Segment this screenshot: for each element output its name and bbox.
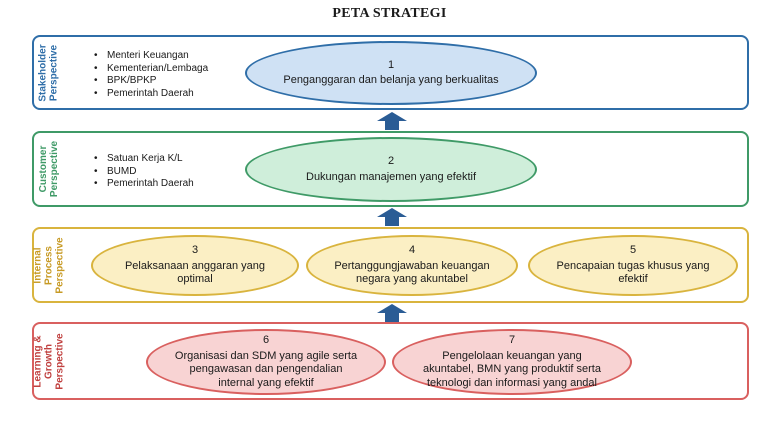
objective-6-number: 6 <box>262 334 270 346</box>
objective-4-number: 4 <box>408 244 416 257</box>
list-item: BUMD <box>94 166 194 179</box>
customer-label: Customer Perspective <box>38 140 60 198</box>
customer-list: Satuan Kerja K/L BUMD Pemerintah Daerah <box>94 153 194 191</box>
band-learning-growth: Learning & Growth Perspective 6 Organisa… <box>32 322 749 400</box>
list-item: Pemerintah Daerah <box>94 88 208 101</box>
objective-3-text: Pelaksanaan anggaran yang optimal <box>124 259 266 286</box>
list-item: BPK/BPKP <box>94 75 208 88</box>
objective-1: 1 Penganggaran dan belanja yang berkuali… <box>245 41 537 105</box>
band-label-learning: Learning & Growth Perspective <box>32 324 66 398</box>
page-title: PETA STRATEGI <box>332 6 447 21</box>
stakeholder-list: Menteri Keuangan Kementerian/Lembaga BPK… <box>94 50 208 100</box>
objective-5-text: Pencapaian tugas khusus yang efektif <box>556 259 710 286</box>
band-internal-process: Internal Process Perspective 3 Pelaksana… <box>32 227 749 303</box>
objective-5-number: 5 <box>629 244 637 257</box>
objective-1-number: 1 <box>387 58 395 71</box>
objective-3-number: 3 <box>191 244 199 257</box>
objective-3: 3 Pelaksanaan anggaran yang optimal <box>91 235 299 296</box>
objective-6: 6 Organisasi dan SDM yang agile serta pe… <box>146 329 386 395</box>
objective-7-number: 7 <box>508 334 516 346</box>
objective-1-text: Penganggaran dan belanja yang berkualita… <box>283 74 499 86</box>
band-stakeholder: Stakeholder Perspective Menteri Keuangan… <box>32 35 749 110</box>
band-label-customer: Customer Perspective <box>34 133 64 205</box>
objective-7: 7 Pengelolaan keuangan yang akuntabel, B… <box>392 329 632 395</box>
arrow-up-icon <box>377 112 407 130</box>
objective-2: 2 Dukungan manajemen yang efektif <box>245 137 537 202</box>
objective-4: 4 Pertanggungjawaban keuangan negara yan… <box>306 235 518 296</box>
stakeholder-label: Stakeholder Perspective <box>38 43 60 102</box>
list-item: Menteri Keuangan <box>94 50 208 63</box>
objective-6-text: Organisasi dan SDM yang agile serta peng… <box>174 349 358 389</box>
objective-2-text: Dukungan manajemen yang efektif <box>306 170 476 183</box>
list-item: Satuan Kerja K/L <box>94 153 194 166</box>
objective-7-text: Pengelolaan keuangan yang akuntabel, BMN… <box>423 349 601 389</box>
band-customer: Customer Perspective Satuan Kerja K/L BU… <box>32 131 749 207</box>
arrow-up-icon <box>377 304 407 322</box>
objective-2-number: 2 <box>387 155 395 167</box>
internal-label: Internal Process Perspective <box>32 236 66 294</box>
list-item: Pemerintah Daerah <box>94 178 194 191</box>
objective-4-text: Pertanggungjawaban keuangan negara yang … <box>334 259 490 286</box>
learning-label: Learning & Growth Perspective <box>32 332 66 390</box>
band-label-internal: Internal Process Perspective <box>32 229 66 301</box>
list-item: Kementerian/Lembaga <box>94 63 208 76</box>
objective-5: 5 Pencapaian tugas khusus yang efektif <box>528 235 738 296</box>
arrow-up-icon <box>377 208 407 226</box>
band-label-stakeholder: Stakeholder Perspective <box>34 37 64 108</box>
